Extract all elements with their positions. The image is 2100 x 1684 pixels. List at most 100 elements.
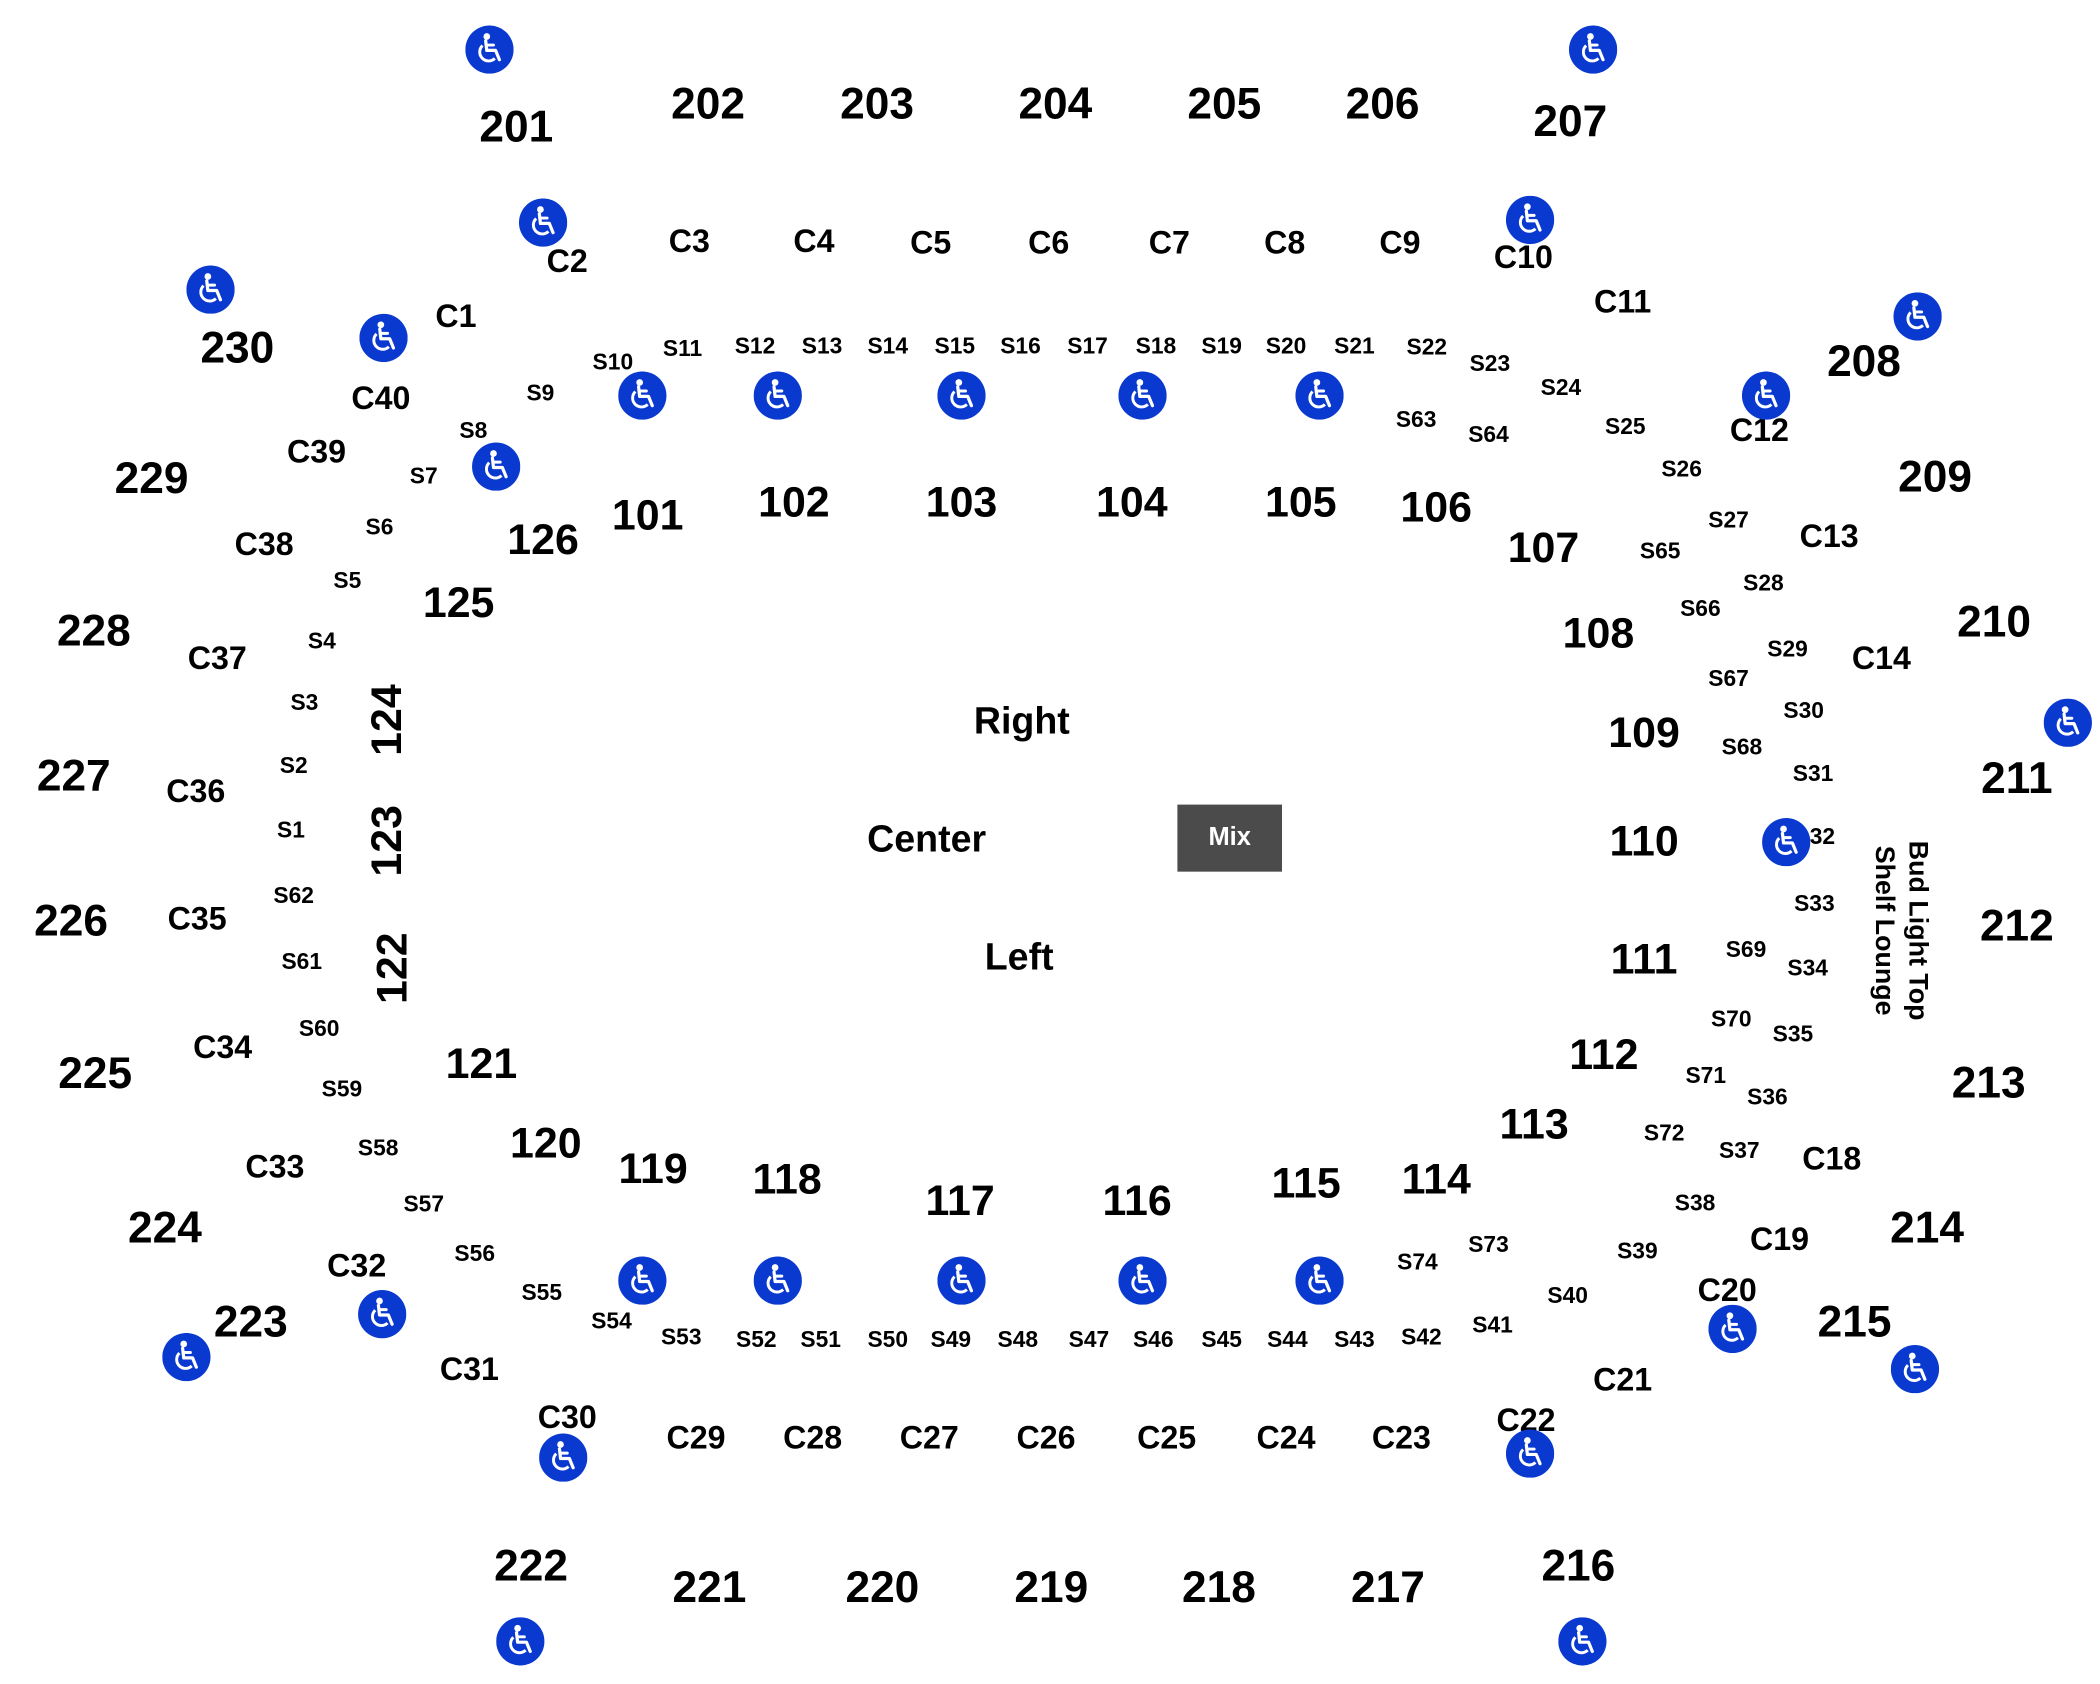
wheelchair-icon[interactable]: [496, 1617, 545, 1666]
suite-s6[interactable]: S6: [365, 514, 394, 540]
suite-s64[interactable]: S64: [1468, 421, 1509, 448]
wheelchair-icon[interactable]: [359, 313, 408, 363]
suite-s10[interactable]: S10: [592, 349, 634, 375]
suite-s62[interactable]: S62: [273, 883, 314, 909]
suite-s47[interactable]: S47: [1068, 1326, 1110, 1353]
suite-s14[interactable]: S14: [867, 333, 909, 359]
club-c20[interactable]: C20: [1697, 1272, 1757, 1309]
suite-s22[interactable]: S22: [1406, 334, 1448, 361]
wheelchair-icon[interactable]: [937, 1256, 986, 1305]
wheelchair-icon[interactable]: [472, 442, 521, 491]
suite-s46[interactable]: S46: [1132, 1326, 1174, 1353]
section-119[interactable]: 119: [618, 1143, 688, 1193]
section-227[interactable]: 227: [36, 750, 111, 800]
club-c3[interactable]: C3: [668, 223, 710, 261]
suite-s1[interactable]: S1: [277, 817, 305, 843]
section-208[interactable]: 208: [1827, 335, 1901, 386]
section-228[interactable]: 228: [56, 605, 131, 656]
section-125[interactable]: 125: [422, 577, 495, 627]
suite-s52[interactable]: S52: [736, 1326, 777, 1353]
section-112[interactable]: 112: [1569, 1029, 1639, 1079]
suite-s43[interactable]: S43: [1334, 1326, 1375, 1353]
section-124[interactable]: 124: [362, 684, 411, 756]
section-202[interactable]: 202: [671, 78, 745, 129]
club-c1[interactable]: C1: [435, 299, 477, 336]
section-219[interactable]: 219: [1014, 1561, 1089, 1612]
club-c10[interactable]: C10: [1493, 240, 1553, 277]
suite-s11[interactable]: S11: [662, 335, 703, 362]
club-c21[interactable]: C21: [1593, 1362, 1653, 1399]
suite-s45[interactable]: S45: [1201, 1326, 1242, 1353]
suite-s8[interactable]: S8: [459, 417, 488, 444]
wheelchair-icon[interactable]: [162, 1332, 211, 1382]
club-c40[interactable]: C40: [351, 380, 411, 418]
club-c28[interactable]: C28: [783, 1420, 843, 1457]
wheelchair-icon[interactable]: [518, 198, 568, 247]
club-c33[interactable]: C33: [245, 1149, 305, 1186]
section-113[interactable]: 113: [1499, 1099, 1569, 1148]
suite-s5[interactable]: S5: [333, 567, 362, 594]
wheelchair-icon[interactable]: [618, 1256, 667, 1305]
suite-s53[interactable]: S53: [660, 1324, 702, 1350]
section-216[interactable]: 216: [1541, 1540, 1616, 1590]
suite-s57[interactable]: S57: [403, 1191, 445, 1217]
suite-s68[interactable]: S68: [1721, 734, 1763, 760]
section-230[interactable]: 230: [200, 322, 275, 373]
section-101[interactable]: 101: [611, 490, 684, 540]
wheelchair-icon[interactable]: [465, 25, 514, 74]
club-c26[interactable]: C26: [1016, 1420, 1076, 1457]
section-229[interactable]: 229: [114, 452, 189, 503]
section-212[interactable]: 212: [1979, 900, 2054, 951]
club-c14[interactable]: C14: [1851, 640, 1911, 678]
club-c32[interactable]: C32: [327, 1248, 387, 1285]
wheelchair-icon[interactable]: [539, 1433, 588, 1482]
suite-s59[interactable]: S59: [321, 1076, 363, 1102]
wheelchair-icon[interactable]: [1295, 1256, 1344, 1305]
section-121[interactable]: 121: [445, 1039, 518, 1088]
suite-s73[interactable]: S73: [1468, 1231, 1509, 1258]
section-211[interactable]: 211: [1981, 752, 2053, 803]
suite-s34[interactable]: S34: [1787, 955, 1828, 981]
suite-s27[interactable]: S27: [1708, 507, 1749, 534]
suite-s30[interactable]: S30: [1783, 697, 1824, 724]
wheelchair-icon[interactable]: [2043, 698, 2092, 747]
suite-s39[interactable]: S39: [1617, 1238, 1658, 1264]
wheelchair-icon[interactable]: [1295, 371, 1344, 420]
wheelchair-icon[interactable]: [618, 371, 667, 420]
suite-s71[interactable]: S71: [1685, 1062, 1727, 1089]
suite-s35[interactable]: S35: [1772, 1021, 1814, 1047]
club-c31[interactable]: C31: [439, 1351, 499, 1388]
suite-s36[interactable]: S36: [1747, 1084, 1788, 1110]
wheelchair-icon[interactable]: [358, 1290, 407, 1339]
club-c18[interactable]: C18: [1802, 1141, 1862, 1178]
suite-s37[interactable]: S37: [1718, 1137, 1760, 1164]
section-122[interactable]: 122: [367, 932, 416, 1005]
suite-s54[interactable]: S54: [591, 1308, 632, 1334]
suite-s67[interactable]: S67: [1708, 665, 1749, 692]
suite-s20[interactable]: S20: [1265, 333, 1307, 359]
club-c37[interactable]: C37: [187, 640, 247, 678]
suite-s48[interactable]: S48: [997, 1326, 1039, 1353]
mix-position[interactable]: Mix: [1177, 804, 1282, 872]
suite-s12[interactable]: S12: [734, 333, 776, 359]
section-107[interactable]: 107: [1507, 522, 1580, 572]
section-103[interactable]: 103: [925, 477, 998, 526]
suite-s23[interactable]: S23: [1469, 350, 1511, 377]
suite-s2[interactable]: S2: [279, 752, 308, 779]
suite-s21[interactable]: S21: [1334, 333, 1375, 359]
suite-s28[interactable]: S28: [1743, 570, 1784, 597]
suite-s7[interactable]: S7: [409, 463, 438, 489]
club-c8[interactable]: C8: [1264, 225, 1306, 262]
club-c12[interactable]: C12: [1729, 413, 1789, 450]
section-126[interactable]: 126: [507, 514, 579, 564]
suite-s9[interactable]: S9: [526, 380, 555, 406]
suite-s25[interactable]: S25: [1605, 413, 1646, 440]
section-201[interactable]: 201: [479, 101, 554, 151]
suite-s44[interactable]: S44: [1267, 1326, 1308, 1353]
suite-s56[interactable]: S56: [454, 1241, 495, 1267]
section-209[interactable]: 209: [1898, 451, 1972, 501]
wheelchair-icon[interactable]: [1762, 818, 1811, 867]
wheelchair-icon[interactable]: [1741, 371, 1791, 420]
suite-s19[interactable]: S19: [1201, 333, 1242, 359]
club-c9[interactable]: C9: [1379, 225, 1421, 262]
